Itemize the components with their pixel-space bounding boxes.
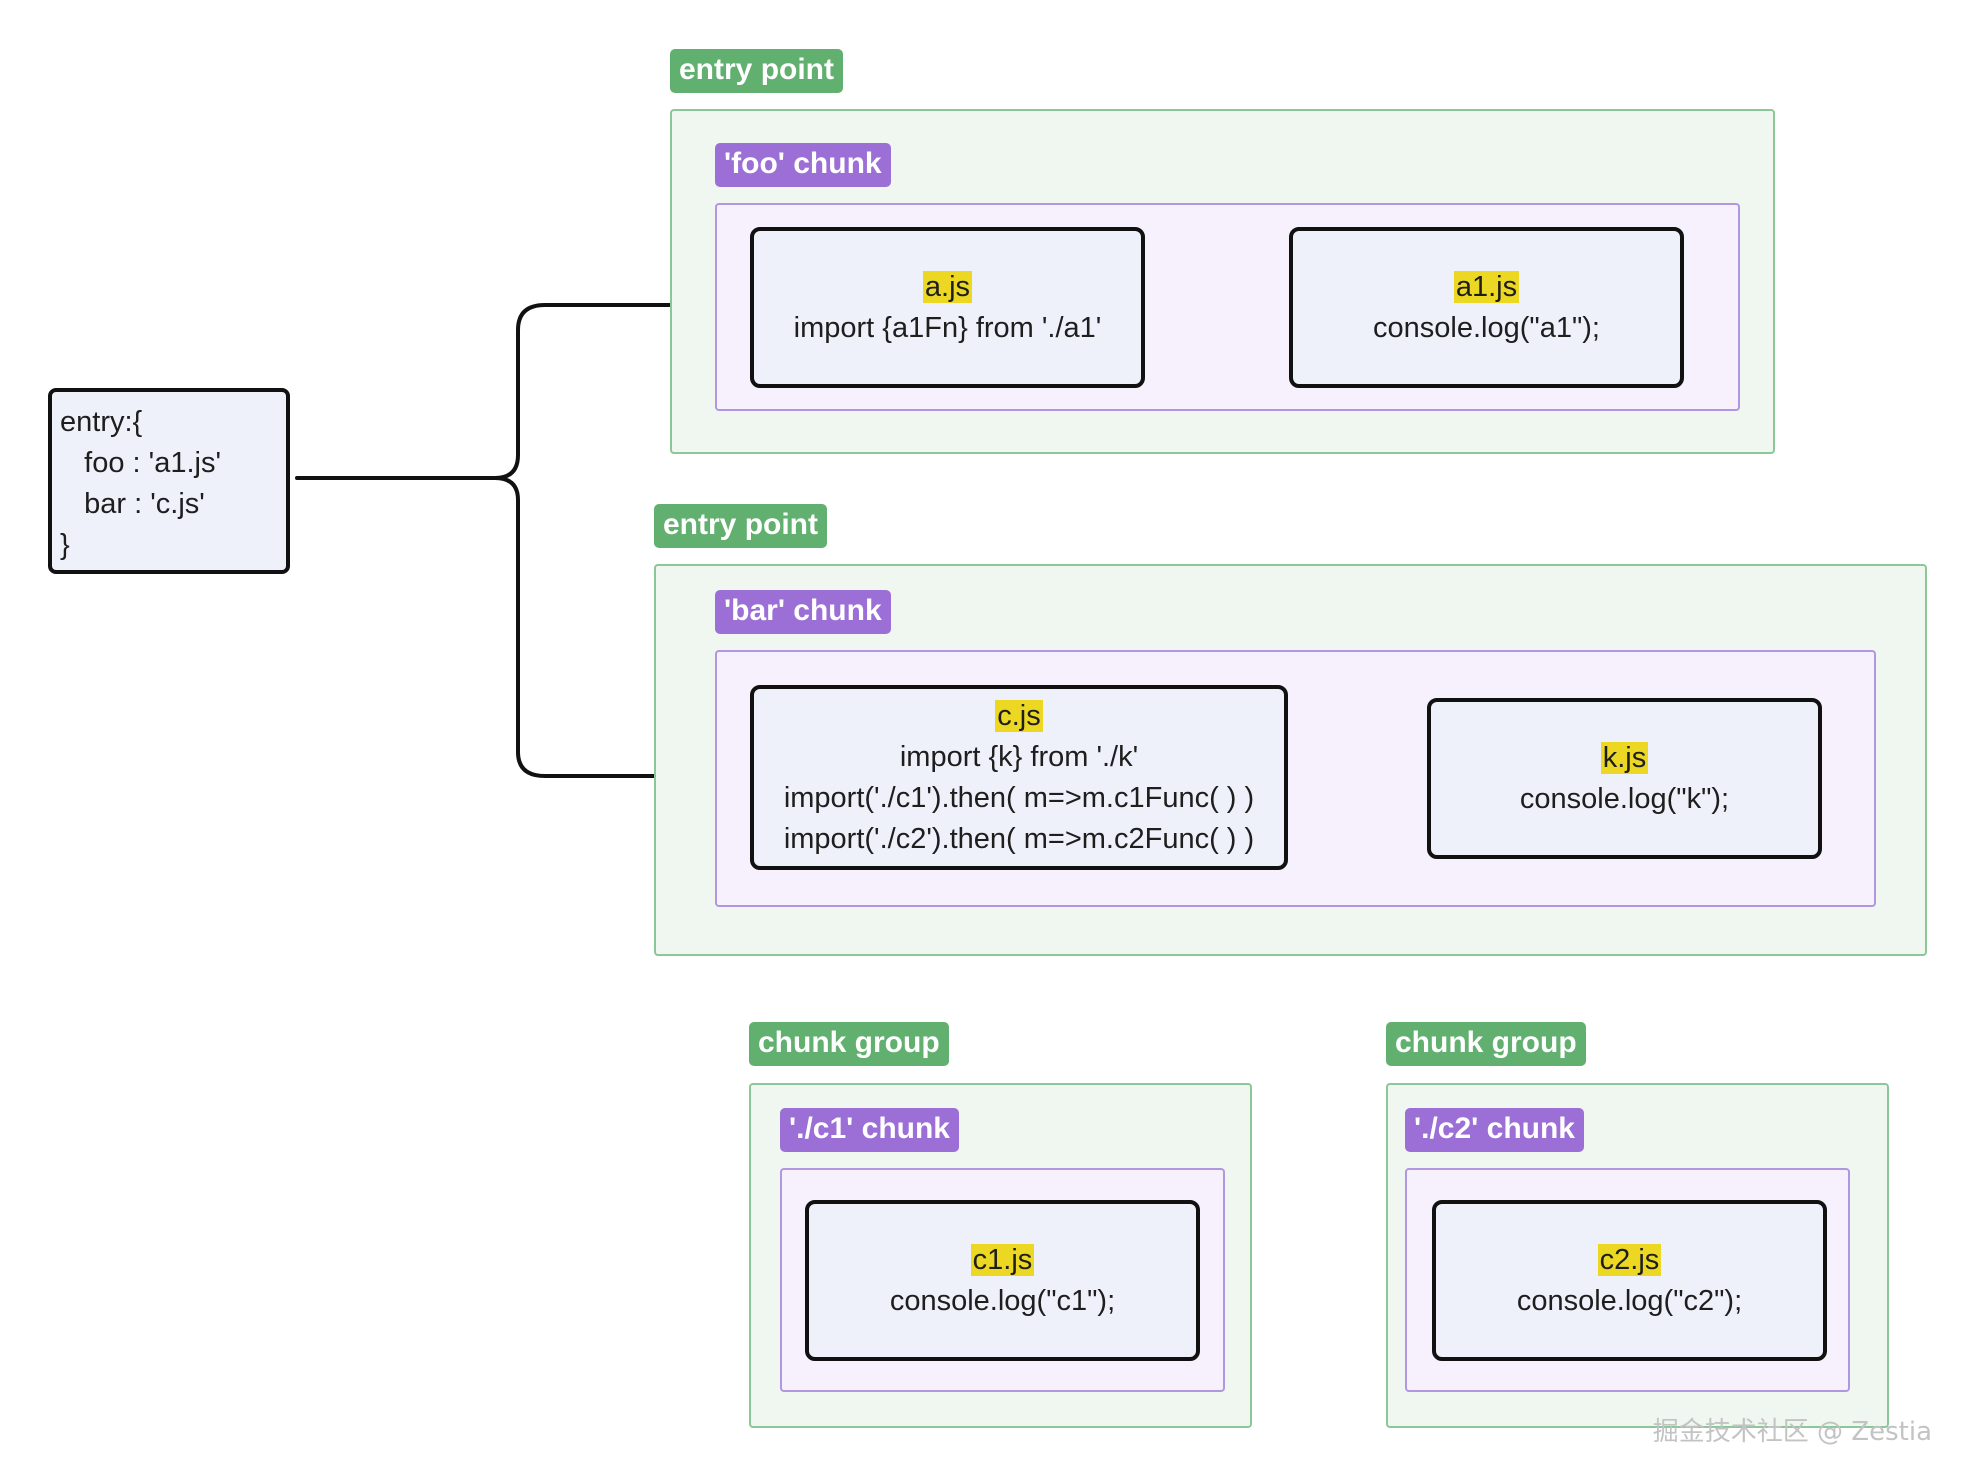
module-code-line: import('./c2').then( m=>m.c2Func( ) ) bbox=[783, 822, 1255, 855]
module-code-line: console.log("c1"); bbox=[889, 1284, 1116, 1317]
bar-chunk-tag: 'bar' chunk bbox=[715, 590, 891, 634]
module-c1-js: c1.js console.log("c1"); bbox=[805, 1200, 1200, 1361]
module-filename: c.js bbox=[995, 699, 1043, 732]
module-code-line: import {a1Fn} from './a1' bbox=[793, 311, 1102, 344]
foo-chunk-tag: 'foo' chunk bbox=[715, 143, 891, 187]
c1-chunk-tag: './c1' chunk bbox=[780, 1108, 959, 1152]
module-c2-js: c2.js console.log("c2"); bbox=[1432, 1200, 1827, 1361]
chunk-group-tag-c2: chunk group bbox=[1386, 1022, 1586, 1066]
module-code-line: import('./c1').then( m=>m.c1Func( ) ) bbox=[783, 781, 1255, 814]
entry-config-line: foo : 'a1.js' bbox=[60, 447, 221, 479]
module-filename: a.js bbox=[922, 270, 973, 303]
module-a1-js: a1.js console.log("a1"); bbox=[1289, 227, 1684, 388]
module-c-js: c.js import {k} from './k' import('./c1'… bbox=[750, 685, 1288, 870]
watermark: 掘金技术社区 @ Zestia bbox=[1652, 1417, 1932, 1447]
module-filename: c2.js bbox=[1597, 1243, 1662, 1276]
module-filename: c1.js bbox=[970, 1243, 1035, 1276]
entry-config-line: bar : 'c.js' bbox=[60, 488, 205, 520]
entry-config-line: entry:{ bbox=[60, 406, 143, 438]
edge-entry-to-a-js bbox=[295, 303, 742, 480]
c2-chunk-tag: './c2' chunk bbox=[1405, 1108, 1584, 1152]
entry-config-box: entry:{ foo : 'a1.js' bar : 'c.js' } bbox=[48, 388, 290, 574]
module-filename: a1.js bbox=[1453, 270, 1520, 303]
module-k-js: k.js console.log("k"); bbox=[1427, 698, 1822, 859]
module-code-line: console.log("c2"); bbox=[1516, 1284, 1743, 1317]
entry-config-line: } bbox=[60, 529, 70, 561]
chunk-group-tag-c1: chunk group bbox=[749, 1022, 949, 1066]
edge-entry-to-c-js bbox=[493, 476, 742, 778]
module-filename: k.js bbox=[1600, 741, 1649, 774]
module-code-line: import {k} from './k' bbox=[899, 740, 1139, 773]
module-code-line: console.log("a1"); bbox=[1373, 311, 1600, 344]
module-code-line: console.log("k"); bbox=[1519, 782, 1730, 815]
entry-point-tag-foo: entry point bbox=[670, 49, 843, 93]
module-a-js: a.js import {a1Fn} from './a1' bbox=[750, 227, 1145, 388]
entry-point-tag-bar: entry point bbox=[654, 504, 827, 548]
